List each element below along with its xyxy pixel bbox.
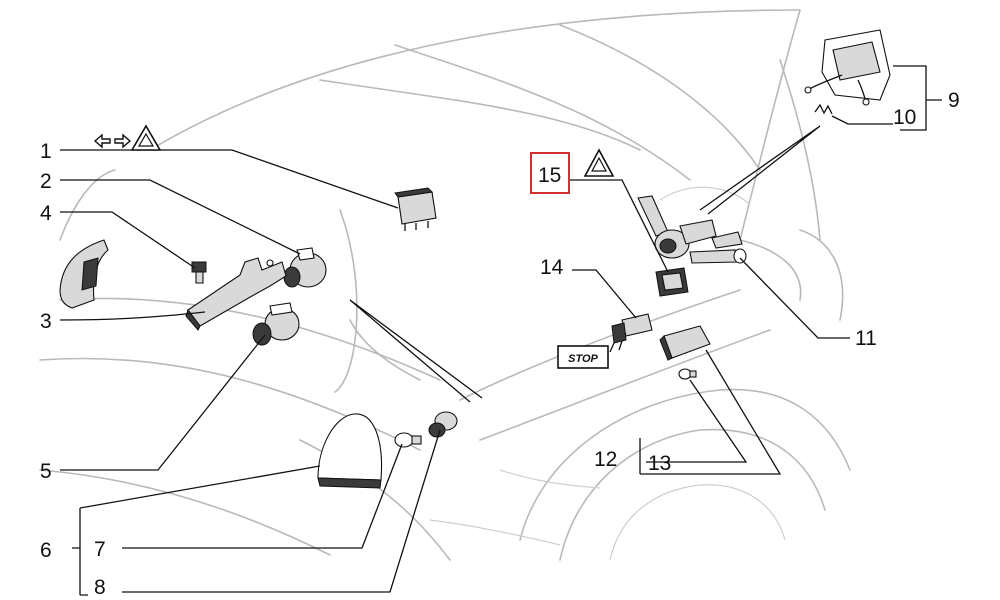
- flasher-relay-part: [394, 187, 437, 231]
- side-lamp-housing-part: [59, 239, 109, 309]
- hazard-switch-part: [655, 267, 689, 297]
- callout-14: 14: [540, 256, 564, 279]
- horn-bracket-part: [185, 257, 287, 331]
- callout-4: 4: [40, 202, 52, 225]
- stop-label: STOP: [557, 345, 609, 369]
- side-repeater-lamp-part: [659, 325, 711, 361]
- callout-13: 13: [648, 452, 671, 475]
- callout-3: 3: [40, 310, 52, 333]
- horn-part: [283, 247, 327, 288]
- callout-15-highlight: [530, 152, 570, 194]
- callout-2: 2: [40, 170, 52, 193]
- callout-12: 12: [594, 448, 617, 471]
- stop-label-text: STOP: [568, 353, 598, 365]
- callout-1: 1: [40, 140, 52, 163]
- callout-11: 11: [855, 327, 877, 350]
- hazard-warning-icon: [130, 124, 162, 151]
- callout-7: 7: [94, 538, 106, 561]
- spring-contact-part: [814, 103, 833, 115]
- stop-lamp-switch-part: [609, 313, 653, 353]
- front-indicator-lens-part: [317, 413, 383, 489]
- callout-5: 5: [40, 460, 52, 483]
- car-body-outline: [39, 9, 851, 561]
- bulb-part: [394, 432, 422, 448]
- callout-numbers: 1 2 3 4 5 6 7 8 9 10 11 12 13 14 15: [40, 89, 960, 599]
- turn-signal-arrows-icon: [93, 133, 132, 149]
- interior-lamp-part: [804, 29, 891, 106]
- callout-15: 15: [538, 164, 561, 187]
- screw-part: [191, 261, 207, 284]
- callout-8: 8: [94, 576, 106, 599]
- callout-9: 9: [948, 89, 960, 112]
- repeater-bulb-part: [678, 368, 697, 380]
- steering-column-switch-part: [637, 195, 747, 264]
- second-horn-part: [252, 302, 300, 346]
- hazard-warning-icon: [583, 148, 615, 177]
- leader-lines: [59, 65, 942, 596]
- callout-10: 10: [893, 106, 916, 129]
- bulb-holder-part: [428, 411, 458, 438]
- callout-6: 6: [40, 539, 52, 562]
